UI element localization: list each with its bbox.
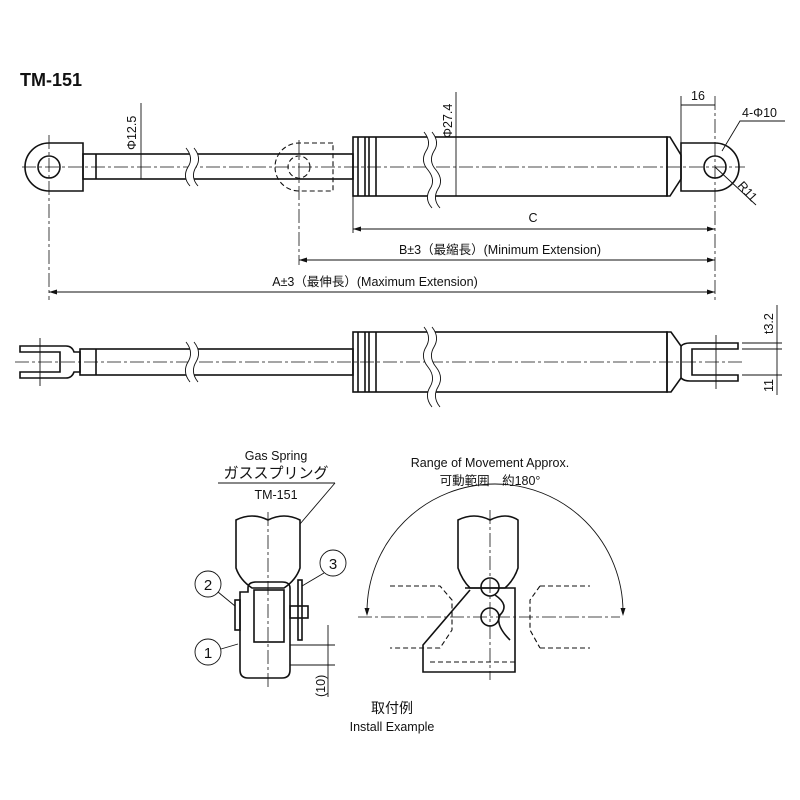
left-fork: [19, 345, 81, 379]
tube-diameter-label: Φ27.4: [441, 104, 455, 138]
range-en-label: Range of Movement Approx.: [411, 456, 569, 470]
gas-spring-en-label: Gas Spring: [245, 449, 308, 463]
model-label: TM-151: [254, 488, 297, 502]
dim-b-label: B±3（最縮長）(Minimum Extension): [399, 242, 601, 257]
rod-diameter-label: Φ12.5: [125, 116, 139, 150]
offset-dim-label: (10): [314, 675, 328, 697]
end-width-label: 16: [691, 89, 705, 103]
piston-rod: [82, 153, 354, 180]
range-jp-label: 可動範囲 約180°: [440, 473, 541, 488]
install-front-view: Gas Spring ガススプリング TM-151 (10) 1 2 3: [194, 449, 347, 697]
dim-a-label: A±3（最伸長）(Maximum Extension): [272, 275, 478, 289]
model-title: TM-151: [20, 70, 82, 90]
callout-3: 3: [301, 549, 347, 587]
cylinder-tube: [352, 136, 668, 197]
break-mark: [185, 147, 199, 187]
callout-1: 1: [194, 638, 239, 666]
side-view: t3.2 11: [15, 305, 782, 408]
radius-label: R11: [735, 179, 760, 205]
dim-c-label: C: [528, 211, 537, 225]
thickness-label: t3.2: [762, 313, 776, 334]
left-eye-end: [24, 142, 84, 192]
caption-jp: 取付例: [371, 700, 413, 716]
install-side-view: Range of Movement Approx. 可動範囲 約180°: [358, 456, 626, 680]
top-view: Φ12.5 Φ27.4 16 4-Φ10 R11 C B±3（最縮長）(Mini…: [22, 89, 785, 300]
callout-2: 2: [194, 570, 236, 607]
svg-text:3: 3: [329, 556, 337, 573]
gap-label: 11: [762, 379, 776, 392]
svg-text:2: 2: [204, 577, 212, 594]
right-fork: [680, 342, 739, 382]
right-eye-end: [680, 142, 740, 192]
range-arc: [366, 483, 624, 613]
gas-spring-jp-label: ガススプリング: [223, 465, 328, 482]
hole-spec-label: 4-Φ10: [742, 106, 777, 120]
caption-en: Install Example: [350, 720, 435, 734]
svg-text:1: 1: [204, 645, 212, 662]
